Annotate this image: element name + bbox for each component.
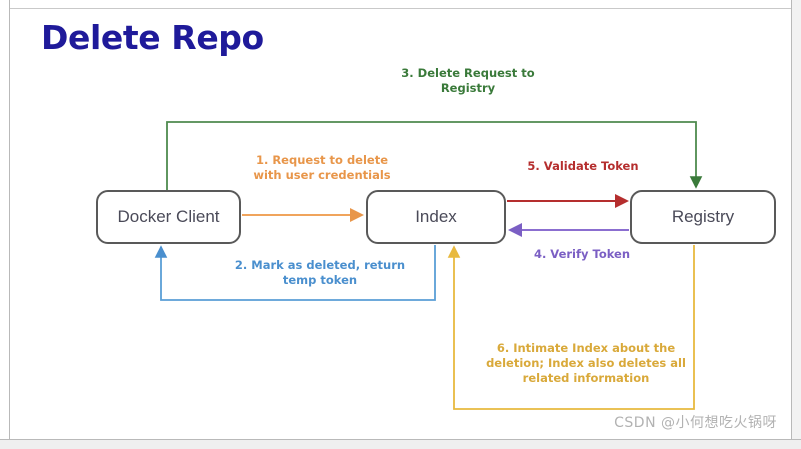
flow-label-step-5: 5. Validate Token (527, 159, 639, 173)
flow-label-step-1: 1. Request to delete with user credentia… (253, 153, 391, 182)
connector-step-3 (166, 121, 703, 190)
node-docker-client[interactable]: Docker Client (96, 190, 241, 244)
watermark: CSDN @小何想吃火锅呀 (614, 415, 777, 431)
node-registry-label: Registry (671, 207, 735, 226)
slide-frame-top (0, 0, 801, 9)
flow-label-step-6: 6. Intimate Index about the deletion; In… (486, 341, 686, 385)
node-index[interactable]: Index (366, 190, 506, 244)
slide-frame-left (0, 0, 10, 449)
connector-step-6 (447, 245, 695, 410)
page-title: Delete Repo (41, 18, 264, 57)
slide-frame-bottom (0, 439, 801, 449)
node-registry[interactable]: Registry (630, 190, 776, 244)
flow-label-step-3: 3. Delete Request to Registry (401, 66, 535, 95)
connector-step-2 (154, 245, 436, 301)
node-index-label: Index (415, 207, 457, 226)
node-docker-client-label: Docker Client (117, 207, 220, 226)
slide-frame-right (791, 0, 801, 449)
flow-label-step-4: 4. Verify Token (533, 247, 631, 261)
flow-label-step-2: 2. Mark as deleted, return temp token (234, 258, 406, 287)
